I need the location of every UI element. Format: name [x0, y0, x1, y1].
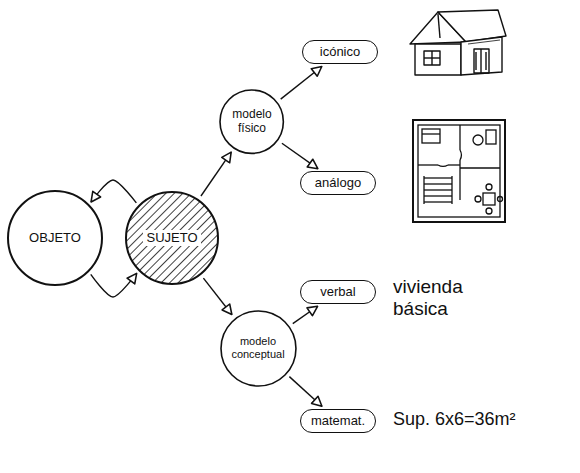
- house-sketch: [410, 10, 506, 75]
- floor-plan: [413, 120, 505, 222]
- arrow-connector: [281, 66, 322, 99]
- arrow-connector: [91, 180, 136, 203]
- concept-circle: modelo conceptual: [220, 310, 297, 387]
- concept-circle: modelo físico: [219, 89, 284, 154]
- node-text: análogo: [315, 176, 361, 191]
- concept-circle: OBJETO: [7, 190, 103, 286]
- annotation-label: vivienda básica: [393, 276, 493, 320]
- node-text: icónico: [320, 45, 360, 60]
- node-text: modelo físico: [228, 108, 276, 136]
- arrow-connector: [91, 273, 137, 297]
- arrow-connector: [293, 306, 318, 323]
- annotation-label: Sup. 6x6=36m²: [393, 409, 516, 430]
- node-text: SUJETO: [143, 230, 200, 247]
- concept-circle: SUJETO: [125, 191, 219, 285]
- arrow-connector: [282, 143, 318, 168]
- node-text: OBJETO: [29, 231, 81, 246]
- model-box: matemat.: [300, 409, 376, 433]
- arrow-connector: [289, 377, 322, 407]
- node-text: verbal: [320, 285, 355, 300]
- node-text: matemat.: [311, 414, 365, 429]
- model-box: análogo: [300, 171, 376, 195]
- model-box: verbal: [300, 280, 376, 304]
- node-text: modelo conceptual: [227, 335, 289, 360]
- arrow-connector: [201, 152, 231, 196]
- model-box: icónico: [302, 40, 378, 64]
- arrow-connector: [203, 278, 231, 314]
